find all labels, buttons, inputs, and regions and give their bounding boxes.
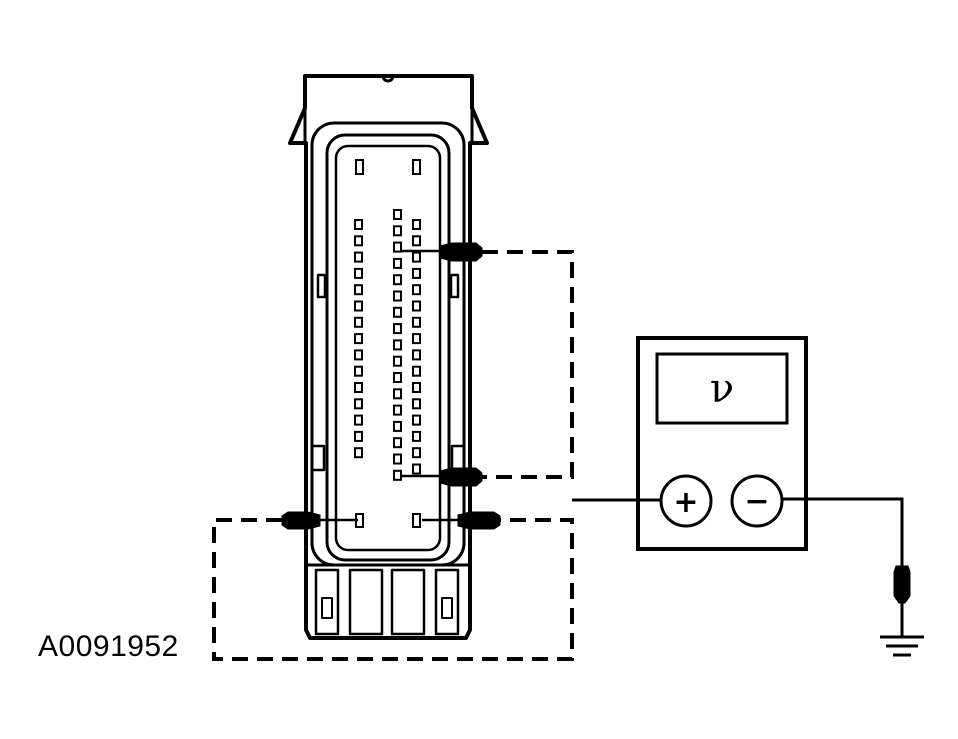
voltmeter-body: [636, 336, 808, 551]
pin-cavity: [393, 241, 402, 253]
connector-top-notch: [381, 75, 395, 83]
pin-cavity: [412, 513, 421, 528]
negative-terminal-label: −: [744, 484, 769, 519]
connector-pin-field-inner: [334, 144, 442, 552]
bottom-key-left: [321, 597, 333, 619]
pin-cavity: [355, 159, 364, 175]
pin-cavity: [354, 235, 363, 247]
bottom-slot-2: [348, 568, 384, 636]
connector-housing: [288, 74, 489, 640]
pin-cavity: [412, 284, 421, 296]
dashed-jumper-top: [482, 250, 574, 479]
bottom-key-right: [441, 597, 453, 619]
pin-cavity: [393, 453, 402, 465]
ground-symbol-icon: [880, 635, 924, 657]
pin-cavity: [354, 300, 363, 312]
pin-cavity: [412, 251, 421, 263]
pin-cavity: [354, 219, 363, 230]
pin-cavity: [354, 349, 363, 361]
connector: [288, 74, 489, 640]
left-latch: [316, 273, 327, 299]
pin-cavity: [393, 339, 402, 351]
pin-cavity: [393, 355, 402, 367]
pin-cavity: [412, 447, 421, 459]
pin-cavity: [412, 219, 421, 230]
pin-cavity: [412, 430, 421, 442]
pin-cavity: [412, 398, 421, 410]
pin-cavity: [354, 398, 363, 410]
pin-cavity: [412, 300, 421, 312]
voltmeter-display-symbol: ν: [710, 366, 734, 412]
pin-cavity: [412, 267, 421, 279]
pin-cavity: [412, 365, 421, 377]
pin-cavity: [393, 388, 402, 400]
pin-cavity: [412, 316, 421, 328]
dashed-jumper-bottom: [212, 518, 574, 661]
pin-cavity: [354, 284, 363, 296]
pin-cavity: [393, 420, 402, 432]
pin-cavity: [354, 447, 363, 459]
pin-cavity: [393, 290, 402, 302]
negative-terminal[interactable]: [730, 474, 784, 528]
connector-pin-field: [325, 133, 451, 562]
positive-terminal-label: +: [673, 485, 698, 520]
pin-cavities: [354, 159, 421, 528]
pin-cavity: [393, 209, 402, 220]
pin-cavity: [354, 365, 363, 377]
test-probe-icon: [439, 467, 483, 487]
bottom-slot-4: [434, 568, 460, 636]
pin-cavity: [393, 274, 402, 286]
pin-cavity: [393, 404, 402, 416]
test-probe-icon: [457, 511, 501, 530]
pin-cavity: [354, 316, 363, 328]
pin-cavity: [393, 306, 402, 318]
pin-cavity: [393, 225, 402, 237]
pin-cavity: [412, 414, 421, 426]
negative-lead: [782, 497, 904, 566]
wiring: [212, 249, 904, 661]
pin-cavity: [412, 159, 421, 175]
pin-cavity: [412, 235, 421, 247]
pin-cavity: [354, 267, 363, 279]
pin-cavity: [393, 323, 402, 335]
test-probe-icon: [893, 565, 911, 604]
bottom-slot-3: [390, 568, 426, 636]
pin-cavity: [412, 463, 421, 475]
pin-cavity: [393, 469, 402, 481]
pin-cavity: [354, 430, 363, 442]
pin-cavity: [393, 257, 402, 269]
test-probe-icon: [281, 511, 321, 530]
pin-cavity: [354, 414, 363, 426]
left-lock: [310, 444, 326, 472]
voltmeter-display: [655, 352, 789, 425]
pin-cavity: [393, 372, 402, 383]
right-latch: [449, 273, 460, 299]
test-probe-icon: [439, 242, 483, 262]
bottom-slot-1: [314, 568, 340, 636]
pin-cavity: [412, 349, 421, 361]
test-probes: [281, 242, 911, 604]
pin-cavity: [354, 333, 363, 345]
figure-id-label: A0091952: [38, 630, 179, 663]
pin-cavity: [354, 251, 363, 263]
pin-cavity: [354, 382, 363, 393]
pin-cavity: [412, 333, 421, 345]
pin-cavity: [393, 437, 402, 449]
pin-cavity: [412, 382, 421, 393]
right-lock: [450, 444, 466, 472]
